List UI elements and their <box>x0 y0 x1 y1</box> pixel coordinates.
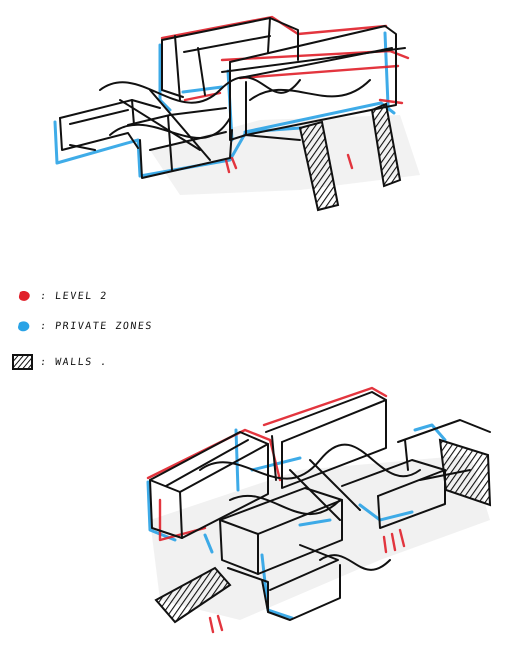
top-massing-sketch <box>53 15 420 212</box>
bottom-walls <box>154 438 492 624</box>
red-dot-icon <box>10 286 36 306</box>
legend-item-private-zones: : PRIVATE ZONES <box>10 313 153 339</box>
bottom-massing-sketch <box>146 386 492 634</box>
legend-item-level-2: : LEVEL 2 <box>10 283 108 309</box>
legend-label-level-2: : LEVEL 2 <box>39 290 109 302</box>
legend-item-walls: : WALLS . <box>10 349 108 375</box>
legend-label-walls: : WALLS . <box>39 356 109 368</box>
top-ink-outlines <box>59 17 406 179</box>
legend-label-private-zones: : PRIVATE ZONES <box>39 320 154 332</box>
bottom-ink-outlines <box>149 391 491 621</box>
top-level-2-strokes <box>160 15 410 174</box>
hatched-square-icon <box>10 352 36 372</box>
top-walls <box>298 102 402 212</box>
bottom-level-2-strokes <box>146 386 406 634</box>
blue-dot-icon <box>10 316 36 336</box>
